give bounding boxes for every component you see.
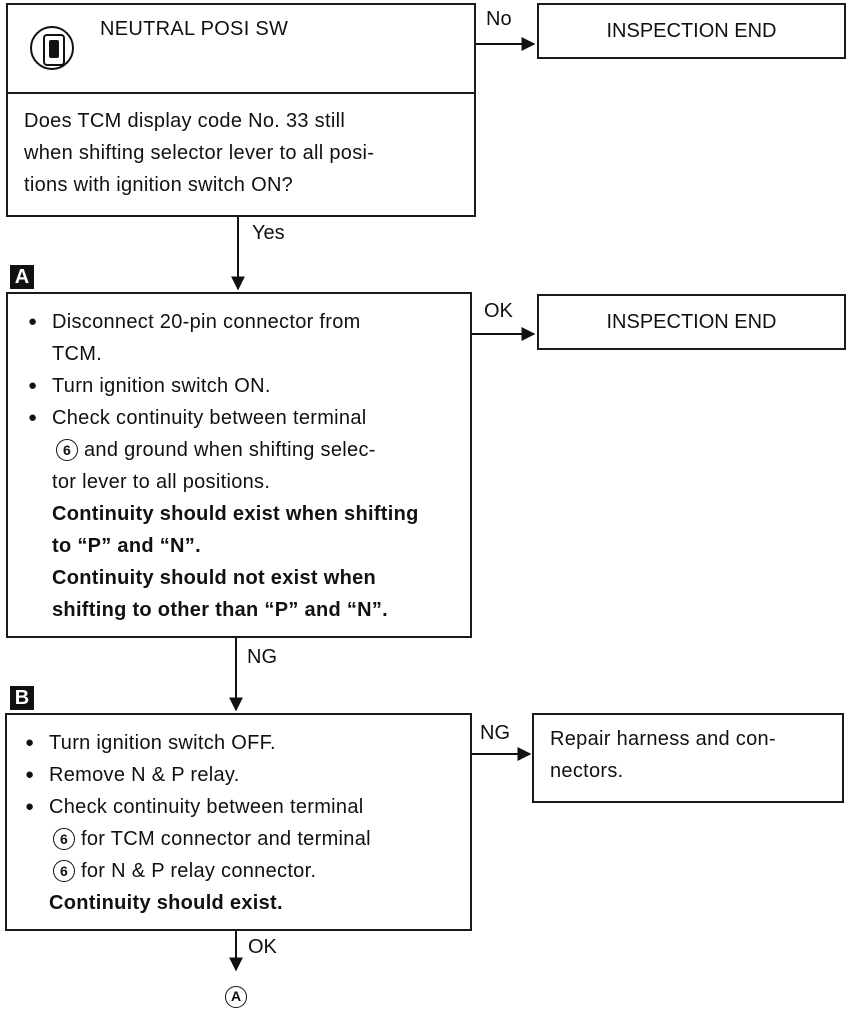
- start-divider: [8, 92, 474, 94]
- inspection-end-box-1: INSPECTION END: [537, 3, 846, 59]
- step-a-list: Disconnect 20-pin connector from TCM. Tu…: [26, 306, 460, 498]
- ok-label-b: OK: [248, 936, 277, 958]
- ng-label-b: NG: [480, 722, 510, 744]
- step-a-item-1: Disconnect 20-pin connector from TCM.: [26, 306, 460, 370]
- step-b-box: Turn ignition switch OFF. Remove N & P r…: [5, 713, 472, 931]
- yes-label: Yes: [252, 222, 285, 244]
- step-a-marker: A: [10, 265, 34, 289]
- neutral-switch-icon: [30, 26, 74, 70]
- step-b-item-2: Remove N & P relay.: [23, 759, 460, 791]
- step-b-list: Turn ignition switch OFF. Remove N & P r…: [23, 727, 460, 887]
- ok-label-a: OK: [484, 300, 513, 322]
- step-a-note: Continuity should exist when shifting to…: [52, 503, 419, 621]
- repair-box: Repair harness and con- nectors.: [532, 713, 844, 803]
- step-a-item-2: Turn ignition switch ON.: [26, 370, 460, 402]
- step-b-item-1: Turn ignition switch OFF.: [23, 727, 460, 759]
- offpage-connector-a: A: [225, 986, 247, 1008]
- step-b-marker: B: [10, 686, 34, 710]
- ng-label-a: NG: [247, 646, 277, 668]
- step-a-box: Disconnect 20-pin connector from TCM. Tu…: [6, 292, 472, 638]
- inspection-end-box-2: INSPECTION END: [537, 294, 846, 350]
- step-b-note: Continuity should exist.: [49, 892, 283, 914]
- start-question: Does TCM display code No. 33 still when …: [24, 110, 375, 196]
- start-box: NEUTRAL POSI SW Does TCM display code No…: [6, 3, 476, 217]
- terminal-6-badge: 6: [56, 439, 78, 461]
- terminal-6-badge: 6: [53, 828, 75, 850]
- start-title: NEUTRAL POSI SW: [100, 18, 289, 40]
- no-label: No: [486, 8, 512, 30]
- terminal-6-badge: 6: [53, 860, 75, 882]
